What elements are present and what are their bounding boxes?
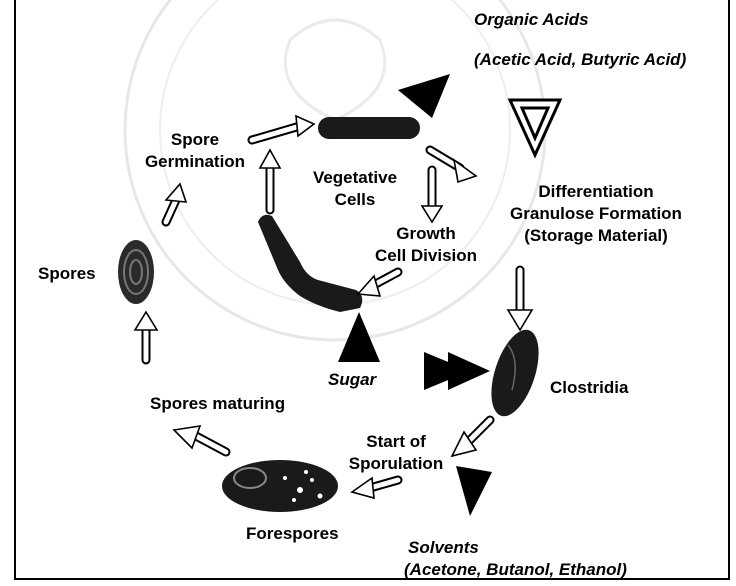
vegetative-cells-line1: Vegetative <box>300 168 410 188</box>
differentiation-line2: Granulose Formation <box>476 204 716 224</box>
sugar-label: Sugar <box>328 370 376 390</box>
sugar-to-clostridia-arrow-2 <box>448 352 490 390</box>
spore-cell <box>118 240 154 304</box>
spore-germination-line1: Spore <box>140 130 250 150</box>
solvents-title: Solvents <box>408 538 479 558</box>
clostridium-cell <box>482 324 548 422</box>
spore-germination-line2: Germination <box>140 152 250 172</box>
growth-line1: Growth <box>366 224 486 244</box>
solvents-detail: (Acetone, Butanol, Ethanol) <box>404 560 627 580</box>
forespore-cell <box>222 460 338 512</box>
spores-label: Spores <box>38 264 96 284</box>
clostridia-label: Clostridia <box>550 378 628 398</box>
organic-acids-title: Organic Acids <box>474 10 589 30</box>
start-sporulation-line1: Start of <box>336 432 456 452</box>
dividing-cell-chain <box>258 215 362 312</box>
differentiation-line3: (Storage Material) <box>476 226 716 246</box>
organic-acids-output-arrow <box>398 74 450 118</box>
vegetative-cells-line2: Cells <box>300 190 410 210</box>
start-sporulation-line2: Sporulation <box>336 454 456 474</box>
forespores-label: Forespores <box>246 524 339 544</box>
differentiation-line1: Differentiation <box>476 182 716 202</box>
solvents-output-arrow <box>456 466 492 516</box>
growth-line2: Cell Division <box>356 246 496 266</box>
vegetative-cell-top <box>318 117 420 139</box>
spores-maturing-label: Spores maturing <box>150 394 285 414</box>
organic-acids-detail: (Acetic Acid, Butyric Acid) <box>474 50 686 70</box>
